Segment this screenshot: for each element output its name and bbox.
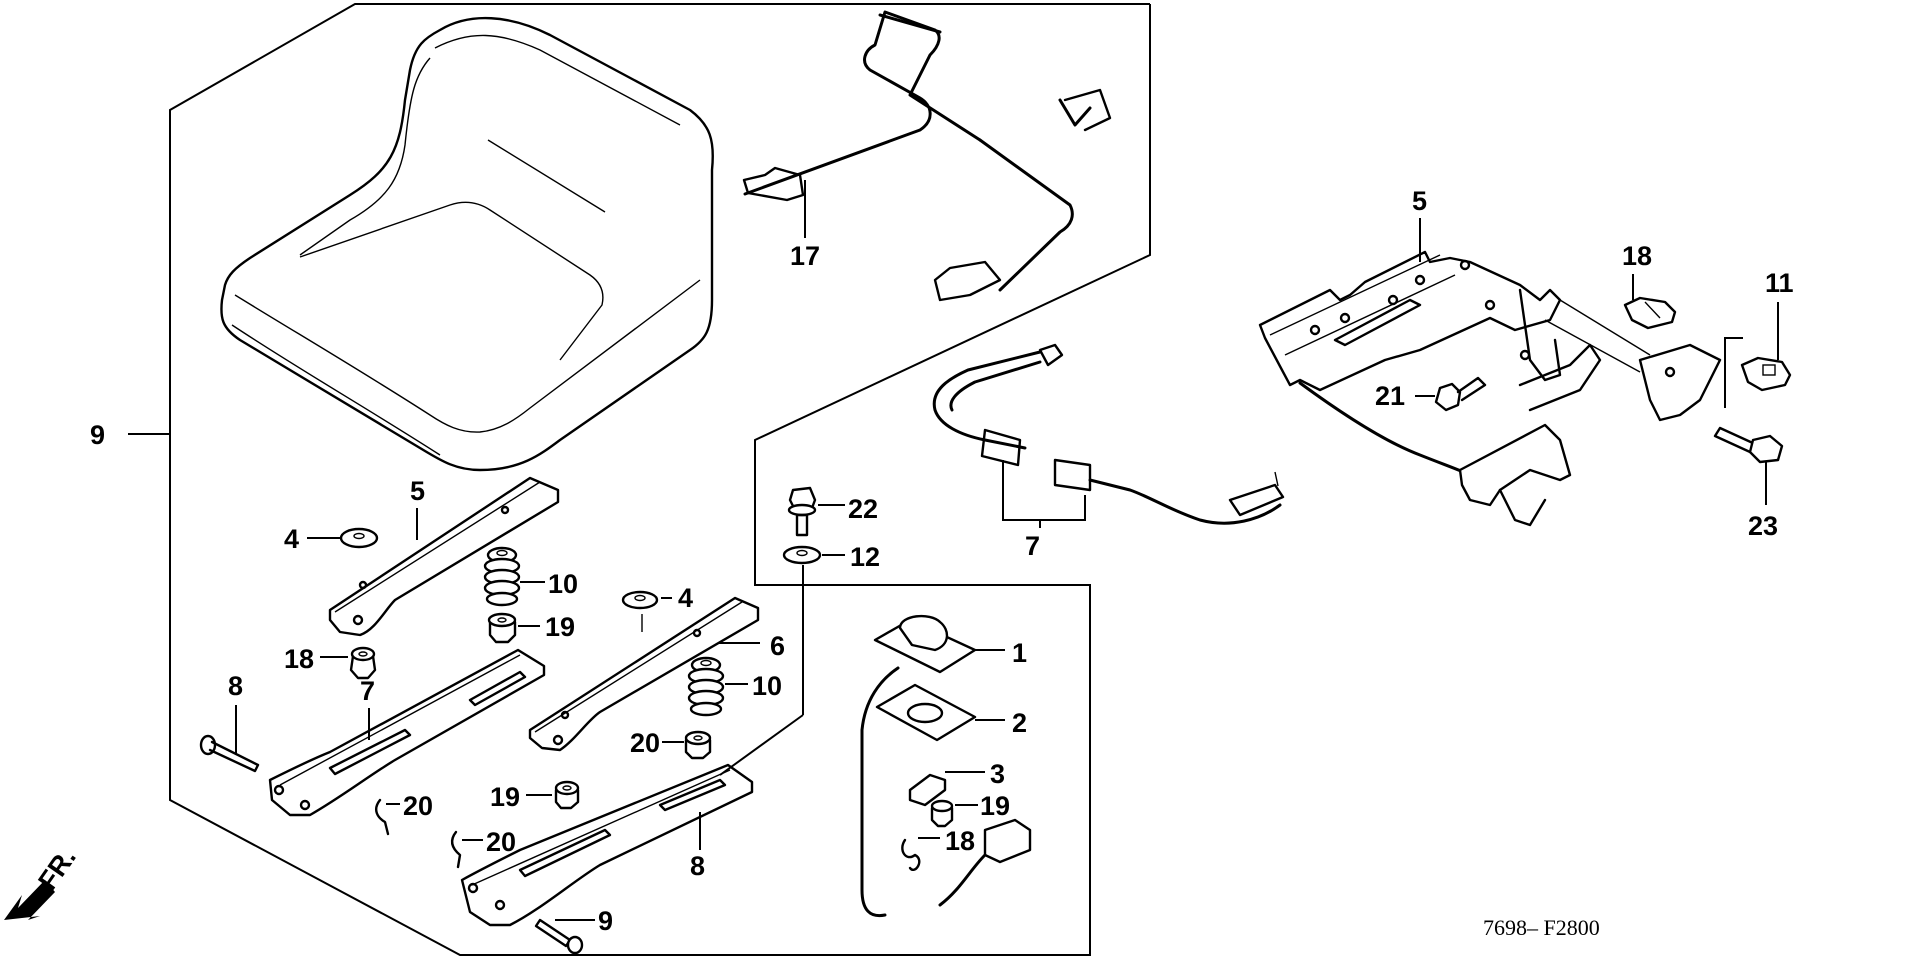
seat-lever-part[interactable]	[742, 10, 1112, 302]
washer-14-part[interactable]	[782, 545, 822, 565]
callout-1: 1	[975, 638, 1027, 668]
slide-rail-7-part[interactable]	[268, 648, 546, 817]
callout-14: 12	[822, 542, 880, 572]
callout-number: 18	[945, 826, 975, 856]
callout-number: 3	[990, 759, 1005, 789]
callout-number: 21	[1375, 381, 1405, 411]
callout-18-middle: 19	[490, 782, 552, 812]
seat-frame-part[interactable]	[1258, 250, 1722, 527]
callout-number: 6	[770, 631, 785, 661]
callout-number: 7	[360, 676, 375, 706]
seat-rail-6-right-part[interactable]	[528, 596, 760, 752]
callout-18-switch: 19	[955, 791, 1010, 821]
spring-10-upper-part[interactable]	[483, 546, 521, 607]
nut-19-upper-part[interactable]	[487, 612, 517, 644]
callout-6-upper: 5	[410, 476, 425, 540]
callout-12: 9	[90, 420, 170, 450]
seat-switch-part[interactable]	[860, 614, 977, 918]
callout-17: 18	[1622, 241, 1652, 300]
callout-number: 4	[284, 524, 299, 554]
callout-15: 11	[1765, 268, 1794, 360]
callout-10-right: 10	[725, 671, 782, 701]
pin-9-lower-part[interactable]	[534, 918, 584, 955]
pin-9-upper-part[interactable]	[199, 734, 260, 773]
spring-10-right-part[interactable]	[687, 656, 725, 717]
clip-pin-20-upper-part[interactable]	[375, 798, 390, 836]
callout-number: 4	[678, 583, 693, 613]
bolt-21-part[interactable]	[787, 486, 817, 537]
callout-20-lower: 20	[462, 827, 516, 857]
assembly-boundary-switch	[719, 440, 1091, 955]
nut-18-middle-part[interactable]	[554, 780, 580, 810]
front-direction-indicator: FR.	[4, 843, 82, 920]
callout-23: 23	[1748, 462, 1778, 541]
callout-11: 7	[1002, 460, 1086, 561]
callout-7: 7	[360, 676, 375, 740]
callout-8: 8	[690, 812, 705, 881]
callout-number: 22	[848, 494, 878, 524]
callout-number: 19	[980, 791, 1010, 821]
callout-6-right: 6	[718, 631, 785, 661]
callout-number: 9	[90, 420, 105, 450]
callout-4-right: 4	[661, 583, 693, 613]
nut-18-upper-part[interactable]	[349, 646, 377, 680]
callout-4-upper: 4	[284, 524, 340, 554]
callout-18-upper: 18	[284, 644, 348, 674]
callout-2: 2	[975, 708, 1027, 738]
callout-19-right: 20	[630, 728, 684, 758]
callout-20-upper: 20	[386, 791, 433, 821]
callout-number: 20	[630, 728, 660, 758]
clip-17-part[interactable]	[1623, 296, 1677, 330]
callout-number: 8	[690, 851, 705, 881]
seat-part[interactable]	[220, 16, 714, 472]
callout-22: 21	[1375, 381, 1435, 411]
callout-number: 18	[284, 644, 314, 674]
clip-pin-20-lower-part[interactable]	[450, 830, 462, 869]
diagram-code: 7698– F2800	[1483, 915, 1600, 940]
callout-number: 17	[790, 241, 820, 271]
nut-19-right-part[interactable]	[684, 730, 712, 760]
callout-number: 11	[1765, 268, 1794, 298]
bolt-22-part[interactable]	[1434, 376, 1487, 412]
callout-number: 20	[403, 791, 433, 821]
callout-number: 18	[1622, 241, 1652, 271]
washer-4-upper-part[interactable]	[339, 527, 379, 549]
callout-3: 3	[945, 759, 1005, 789]
diagram-code-text: 7698– F2800	[1483, 915, 1600, 940]
callout-19-upper: 19	[518, 612, 575, 642]
clip-15-part[interactable]	[1724, 337, 1792, 408]
seat-rail-6-upper-part[interactable]	[328, 476, 560, 637]
wire-harness-part[interactable]	[932, 343, 1285, 525]
switch-plate-part[interactable]	[875, 683, 977, 742]
callout-number: 20	[486, 827, 516, 857]
arrow-icon	[4, 880, 55, 920]
callout-number: 1	[1012, 638, 1027, 668]
callout-10-upper: 10	[520, 569, 578, 599]
band-16-part[interactable]	[901, 818, 1032, 907]
callout-number: 2	[1012, 708, 1027, 738]
callout-21: 22	[818, 494, 878, 524]
callout-number: 10	[548, 569, 578, 599]
washer-4-right-part[interactable]	[621, 590, 659, 632]
callout-13: 17	[790, 180, 820, 271]
callout-number: 9	[598, 906, 613, 936]
callout-number: 5	[410, 476, 425, 506]
callout-number: 12	[850, 542, 880, 572]
slide-rail-8-part[interactable]	[460, 763, 754, 927]
callout-number: 19	[490, 782, 520, 812]
callout-9-upper: 8	[228, 671, 243, 755]
callout-number: 10	[752, 671, 782, 701]
callout-5: 5	[1412, 186, 1427, 262]
callout-number: 19	[545, 612, 575, 642]
callout-number: 5	[1412, 186, 1427, 216]
callout-number: 23	[1748, 511, 1778, 541]
callout-number: 7	[1025, 531, 1040, 561]
callout-number: 8	[228, 671, 243, 701]
callout-16: 18	[918, 826, 975, 856]
nut-18-switch-part[interactable]	[930, 799, 954, 828]
callout-9-lower: 9	[555, 906, 613, 936]
bolt-23-part[interactable]	[1713, 426, 1784, 464]
clamp-part[interactable]	[908, 773, 947, 807]
